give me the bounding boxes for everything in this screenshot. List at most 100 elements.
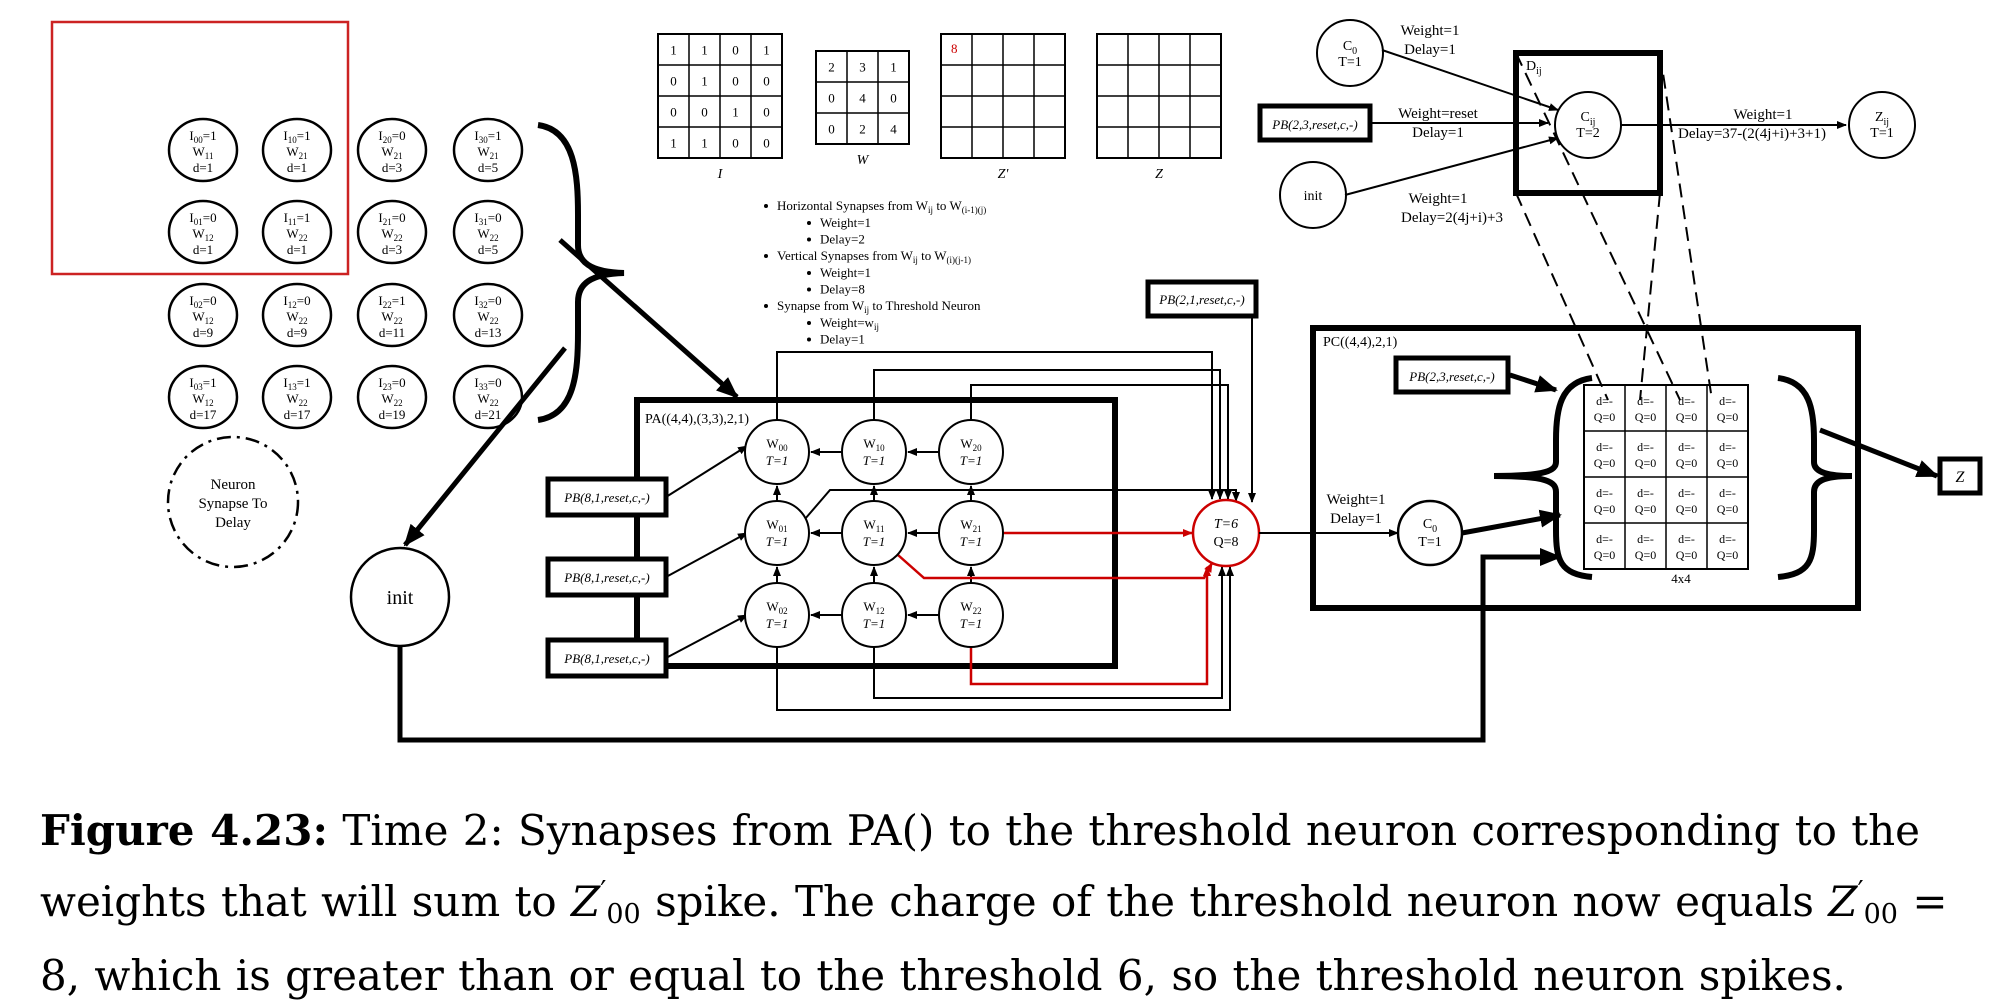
matrix-cell: 1 xyxy=(701,136,708,151)
pc-cell-d: d=- xyxy=(1637,394,1654,408)
input-neuron-delay: d=11 xyxy=(379,325,405,340)
matrix-cell: 8 xyxy=(951,41,958,56)
input-neuron-delay: d=9 xyxy=(287,325,307,340)
pc-neuron-grid: d=-Q=0d=-Q=0d=-Q=0d=-Q=0d=-Q=0d=-Q=0d=-Q… xyxy=(1583,384,1749,570)
weight-neuron-t: T=1 xyxy=(766,453,789,468)
input-neuron-weight: W21 xyxy=(477,144,498,161)
input-neuron-value: I23=0 xyxy=(378,375,405,392)
matrix-cell: 4 xyxy=(859,91,866,106)
pc-cell-q: Q=0 xyxy=(1635,502,1656,516)
input-neuron-value: I13=1 xyxy=(283,375,310,392)
input-neuron-delay: d=3 xyxy=(382,160,402,175)
input-neuron-delay: d=5 xyxy=(478,160,498,175)
pc-cell-q: Q=0 xyxy=(1676,548,1697,562)
weight-neuron-name: W00 xyxy=(766,436,788,453)
synapse-note: Delay=1 xyxy=(820,332,865,347)
inset-c0-name: C0 xyxy=(1343,39,1357,57)
pc-c0-neuron: C0 T=1 xyxy=(1396,499,1464,567)
pc-cell-q: Q=0 xyxy=(1676,410,1697,424)
pc-cell-d: d=- xyxy=(1719,532,1736,546)
matrix-cell: 0 xyxy=(763,74,770,89)
matrix-Zprime: 8Z' xyxy=(940,33,1066,182)
pc-cell-d: d=- xyxy=(1678,440,1695,454)
pc-cell-d: d=- xyxy=(1596,440,1613,454)
input-neuron-delay: d=1 xyxy=(287,160,307,175)
matrix-W-label: W xyxy=(857,153,870,168)
threshold-line1: T=6 xyxy=(1214,517,1238,532)
input-neuron-weight: W11 xyxy=(193,144,214,161)
matrix-cell: 2 xyxy=(859,122,866,137)
weight-neurons: W00T=1W10T=1W20T=1W01T=1W11T=1W21T=1W02T… xyxy=(744,419,1004,648)
pc-pb-box xyxy=(1393,355,1511,395)
brace-to-init-arrow xyxy=(403,346,567,547)
pc-cell-q: Q=0 xyxy=(1717,548,1738,562)
matrix-cell: 1 xyxy=(732,105,739,120)
matrix-cell: 0 xyxy=(732,43,739,58)
input-neuron-value: I20=0 xyxy=(378,128,405,145)
receptive-field-highlight xyxy=(50,20,350,276)
caption-part3: = 8, which is greater than or equal to t… xyxy=(40,877,1948,1000)
inset-cij-name: Cij xyxy=(1581,110,1596,128)
cell-detail-inset: C0 T=1 Weight=1 Delay=1 PB(2,3,reset,c,-… xyxy=(1257,19,1916,401)
input-neuron-value: I31=0 xyxy=(474,210,501,227)
neuron-legend: Neuron Synapse To Delay xyxy=(166,435,300,569)
matrix-cell: 0 xyxy=(828,122,835,137)
input-neuron-delay: d=1 xyxy=(287,242,307,257)
input-brace xyxy=(537,122,625,423)
synapse-note: Delay=8 xyxy=(820,282,865,297)
pa-pb-boxes: PB(8,1,reset,c,-)PB(8,1,reset,c,-)PB(8,1… xyxy=(545,476,669,679)
input-neuron-delay: d=19 xyxy=(379,407,406,422)
input-neuron-value: I03=1 xyxy=(189,375,216,392)
matrix-cell: 0 xyxy=(670,74,677,89)
brace-to-pa-arrow xyxy=(558,238,739,399)
weight-neuron-t: T=1 xyxy=(863,616,886,631)
matrix-cell: 0 xyxy=(670,105,677,120)
matrix-Z-label: Z xyxy=(1155,167,1163,182)
input-neuron-weight: W22 xyxy=(477,226,498,243)
pc-box xyxy=(1310,325,1861,611)
matrix-cell: 1 xyxy=(670,136,677,151)
matrix-Zprime-label: Z' xyxy=(998,167,1010,182)
matrix-Z: Z xyxy=(1096,33,1222,182)
matrix-cell: 0 xyxy=(763,105,770,120)
pc-cell-q: Q=0 xyxy=(1635,410,1656,424)
input-neuron-delay: d=17 xyxy=(190,407,217,422)
synapse-note: Synapse from Wij to Threshold Neuron xyxy=(777,298,981,315)
c0-to-grid-arrow xyxy=(1461,509,1562,536)
zoom-line-3 xyxy=(1639,192,1661,401)
weight-neuron-name: W21 xyxy=(960,517,981,534)
zoom-line-1 xyxy=(1515,192,1609,401)
pa-pb-label: PB(8,1,reset,c,-) xyxy=(563,651,649,666)
input-neuron-weight: W12 xyxy=(192,226,213,243)
input-neuron-weight: W22 xyxy=(477,391,498,408)
inset-dij-box xyxy=(1513,50,1663,196)
pc-cell-d: d=- xyxy=(1637,486,1654,500)
matrix-cell: 0 xyxy=(890,91,897,106)
matrix-cell: 1 xyxy=(670,43,677,58)
pc-cell-q: Q=0 xyxy=(1594,548,1615,562)
input-neuron-weight: W12 xyxy=(192,391,213,408)
input-neuron-delay: d=5 xyxy=(478,242,498,257)
caption-symbol-2: Z′00 xyxy=(1828,876,1898,930)
legend-line1: Neuron xyxy=(211,477,256,493)
threshold-neuron: T=6 Q=8 xyxy=(1191,498,1261,568)
matrix-cell: 0 xyxy=(732,136,739,151)
caption-symbol-1: Z′00 xyxy=(571,876,641,930)
pc-cell-q: Q=0 xyxy=(1594,456,1615,470)
inset-init-label: init xyxy=(1304,189,1323,204)
pc-left-brace xyxy=(1493,375,1593,580)
matrix-cell: 1 xyxy=(763,43,770,58)
input-neuron-delay: d=9 xyxy=(193,325,213,340)
weight-neuron-t: T=1 xyxy=(863,534,886,549)
